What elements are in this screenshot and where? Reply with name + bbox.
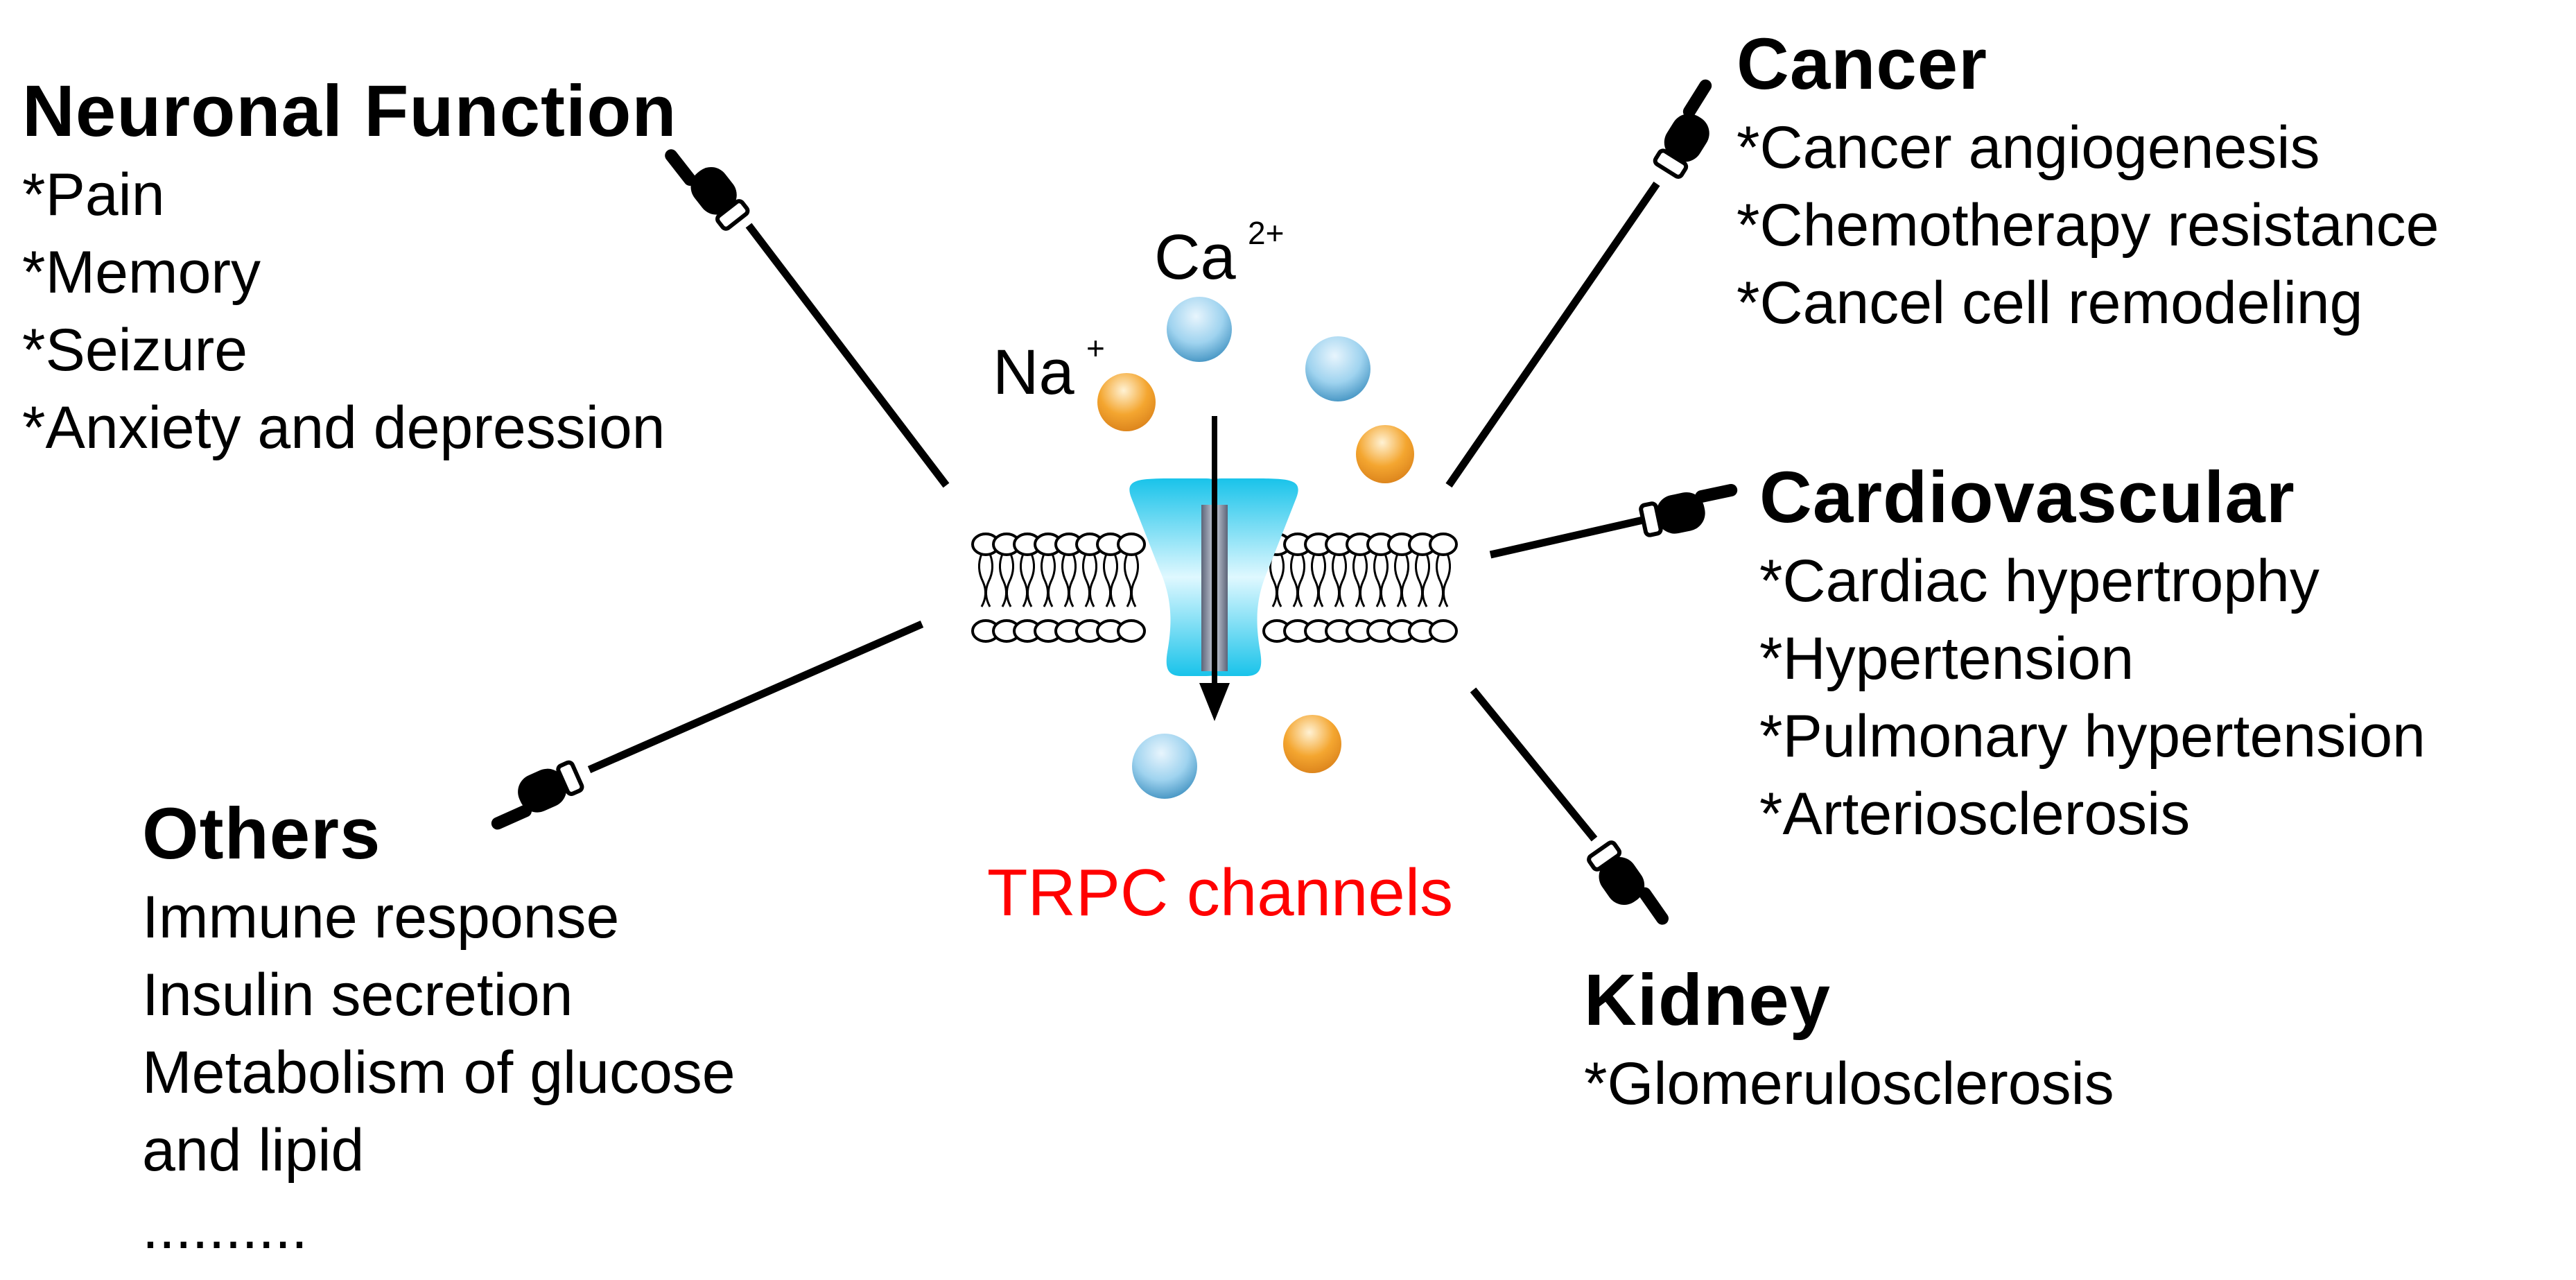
lipid-tail <box>999 553 1014 607</box>
sodium-ion <box>1356 425 1414 483</box>
list-item: *Arteriosclerosis <box>1759 781 2191 847</box>
calcium-ion <box>1305 336 1370 401</box>
cardiovascular-list: *Cardiac hypertrophy *Hypertension *Pulm… <box>1759 542 2426 853</box>
lipid-head <box>1429 619 1458 643</box>
ion-flow-arrow <box>1199 416 1230 721</box>
sodium-label: Na <box>993 337 1074 408</box>
lipid-tail <box>1082 553 1097 607</box>
others-list: Immune response Insulin secretion Metabo… <box>142 879 736 1267</box>
lipid-tail <box>1061 553 1077 607</box>
lipid-head <box>1117 533 1146 556</box>
calcium-label: Ca <box>1154 222 1236 293</box>
lipid-tail <box>1311 553 1326 607</box>
list-item: *Chemotherapy resistance <box>1737 192 2439 259</box>
calcium-ion <box>1132 734 1197 799</box>
neuronal-function-list: *Pain *Memory *Seizure *Anxiety and depr… <box>22 156 677 467</box>
cardiovascular-block: Cardiovascular *Cardiac hypertrophy *Hyp… <box>1759 461 2426 853</box>
sodium-charge: + <box>1086 330 1105 366</box>
cardiovascular-title: Cardiovascular <box>1759 457 2295 538</box>
lipid-tail <box>1269 553 1285 607</box>
lipid-tail <box>1436 553 1451 607</box>
list-item: *Seizure <box>22 317 248 383</box>
neuronal-function-title: Neuronal Function <box>22 71 677 152</box>
sodium-ion <box>1283 715 1341 773</box>
lipid-tail <box>978 553 993 607</box>
pointer-others <box>491 620 924 830</box>
pointer-cancer <box>1445 79 1712 488</box>
lipid-tail <box>1332 553 1347 607</box>
list-item: Metabolism of glucose <box>142 1039 736 1106</box>
calcium-charge: 2+ <box>1248 215 1284 251</box>
lipid-head <box>1117 619 1146 643</box>
list-item: *Cancer angiogenesis <box>1737 114 2320 181</box>
trpc-channels-label: TRPC channels <box>987 856 1453 930</box>
others-block: Others Immune response Insulin secretion… <box>142 797 736 1267</box>
cancer-block: Cancer *Cancer angiogenesis *Chemotherap… <box>1737 28 2439 342</box>
neuronal-function-block: Neuronal Function *Pain *Memory *Seizure… <box>22 75 677 467</box>
list-item: *Glomerulosclerosis <box>1584 1050 2114 1117</box>
lipid-tail <box>1041 553 1056 607</box>
cancer-title: Cancer <box>1737 24 1988 105</box>
pointing-hand-icon <box>491 760 584 830</box>
lipid-tail <box>1290 553 1305 607</box>
lipid-bilayer <box>971 533 1458 643</box>
list-item: *Cancel cell remodeling <box>1737 270 2363 336</box>
sodium-ion <box>1097 373 1156 431</box>
kidney-block: Kidney *Glomerulosclerosis <box>1584 964 2114 1123</box>
kidney-list: *Glomerulosclerosis <box>1584 1045 2114 1123</box>
calcium-ion <box>1167 297 1232 362</box>
kidney-title: Kidney <box>1584 960 1831 1041</box>
calcium-ions <box>1132 297 1370 799</box>
list-item: and lipid <box>142 1117 365 1184</box>
list-item: *Pulmonary hypertension <box>1759 703 2426 770</box>
pointing-hand-icon <box>665 149 750 231</box>
pointer-cardiovascular <box>1489 483 1738 559</box>
lipid-tail <box>1020 553 1035 607</box>
pointing-hand-icon <box>1587 840 1669 925</box>
list-item: Immune response <box>142 884 620 951</box>
list-item: *Pain <box>22 162 165 228</box>
lipid-tail <box>1373 553 1389 607</box>
lipid-head <box>1429 533 1458 556</box>
lipid-tail <box>1124 553 1139 607</box>
others-title: Others <box>142 793 381 874</box>
pointer-neuronal <box>665 149 950 488</box>
list-item: *Anxiety and depression <box>22 395 665 461</box>
list-item: *Hypertension <box>1759 625 2134 692</box>
pointing-hand-icon <box>1653 79 1712 179</box>
list-item: .......... <box>142 1195 308 1261</box>
lipid-tail <box>1352 553 1368 607</box>
lipid-tail <box>1394 553 1409 607</box>
list-item: *Cardiac hypertrophy <box>1759 548 2320 614</box>
list-item: *Memory <box>22 239 261 306</box>
pointing-hand-icon <box>1639 483 1738 537</box>
list-item: Insulin secretion <box>142 962 573 1028</box>
cancer-list: *Cancer angiogenesis *Chemotherapy resis… <box>1737 109 2439 342</box>
lipid-tail <box>1415 553 1430 607</box>
lipid-tail <box>1103 553 1118 607</box>
sodium-ions <box>1097 373 1414 773</box>
pointer-kidney <box>1470 687 1669 925</box>
